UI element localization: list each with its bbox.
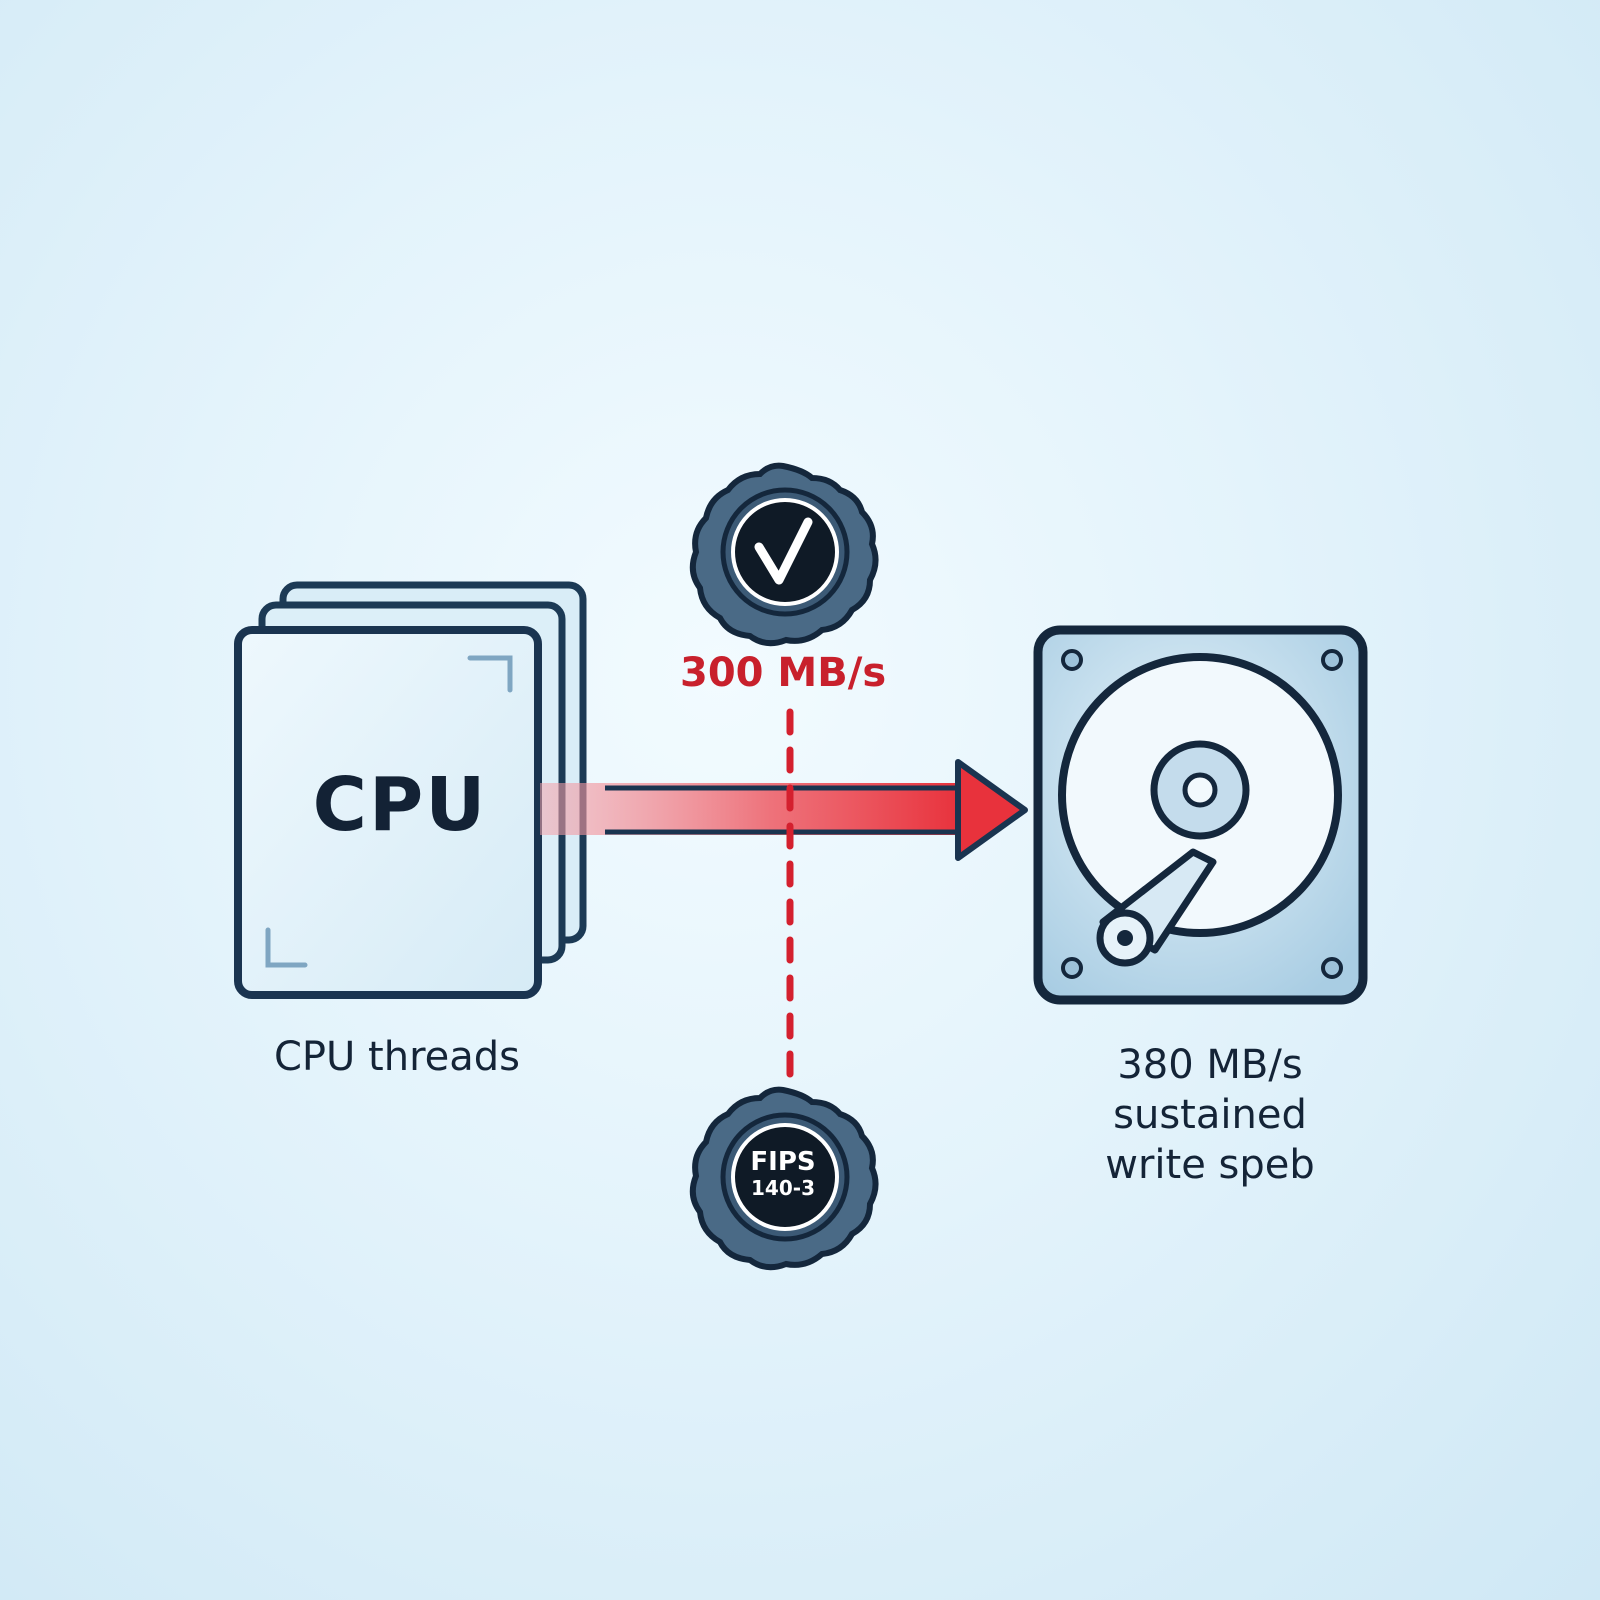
hard-drive-screw [1061, 649, 1083, 671]
hard-drive-screw [1061, 957, 1083, 979]
fips-badge-line1: FIPS [750, 1147, 816, 1177]
cpu-chip-label: CPU [312, 762, 488, 848]
cpu-chip-front [234, 626, 542, 999]
hard-drive-actuator-pin [1117, 930, 1133, 946]
fips-badge [689, 1086, 879, 1271]
fips-badge-label: FIPS 140-3 [737, 1148, 829, 1200]
cpu-chip-corner-mark [467, 655, 513, 693]
fips-badge-line2: 140-3 [751, 1176, 815, 1200]
badge-inner-disc [731, 1123, 839, 1231]
disk-caption-line: 380 MB/s [1117, 1042, 1303, 1088]
hard-drive-screw [1321, 649, 1343, 671]
transfer-arrow-head [955, 759, 1028, 861]
disk-caption: 380 MB/s sustained write speb [1080, 1040, 1340, 1190]
hard-drive-screw [1321, 957, 1343, 979]
checkmark-icon [754, 517, 813, 585]
badge-inner-disc [731, 498, 839, 606]
transfer-arrow-shaft [540, 783, 960, 835]
hard-drive-icon [1033, 625, 1368, 1005]
cpu-chip-stack [234, 581, 587, 999]
hard-drive-spindle-core [1182, 772, 1218, 808]
disk-caption-line: sustained [1113, 1092, 1307, 1138]
verified-badge [689, 462, 879, 647]
transfer-arrow [540, 759, 1028, 861]
disk-caption-line: write speb [1105, 1142, 1315, 1188]
transfer-rate-label: 300 MB/s [680, 650, 887, 696]
cpu-caption: CPU threads [274, 1034, 520, 1080]
cpu-chip-corner-mark [265, 927, 308, 968]
